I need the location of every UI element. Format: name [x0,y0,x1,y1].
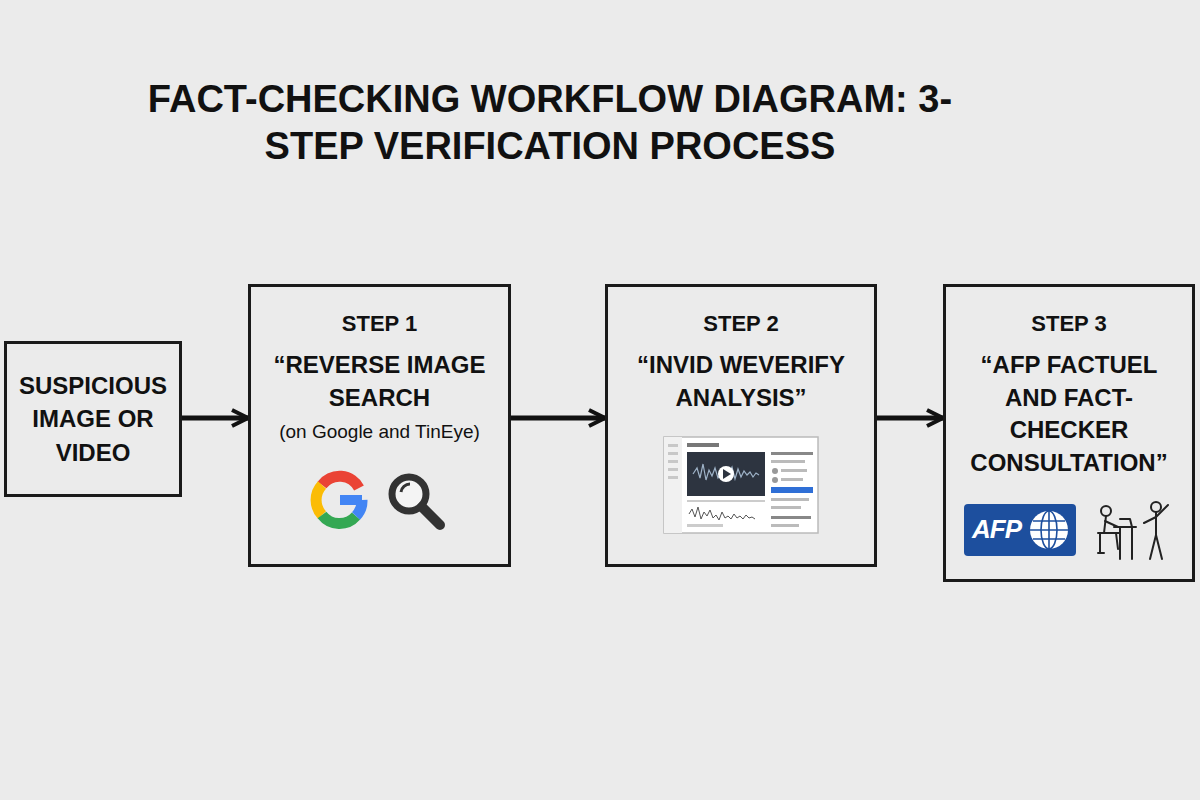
people-illustration [1090,497,1174,563]
step-note: (on Google and TinEye) [279,420,480,444]
step-number: STEP 3 [1031,311,1106,337]
step-number: STEP 2 [703,311,778,337]
process-box: STEP 1 “REVERSE IMAGE SEARCH (on Google an… [248,284,511,567]
process-box: STEP 2 “INVID WEVERIFY ANALYSIS” [605,284,877,567]
node-label: “AFP FACTUEL AND FACT-CHECKER CONSULTATI… [954,349,1184,479]
logo-text: AFP [972,514,1021,545]
magnifier-icon [384,470,450,530]
consultation-icons: AFP [964,497,1174,563]
step-number: STEP 1 [342,311,417,337]
node-label: “INVID WEVERIFY ANALYSIS” [616,349,866,414]
google-icon [310,470,370,530]
node-label: SUSPICIOUS IMAGE OR VIDEO [13,369,173,468]
flow-arrow [877,416,943,421]
search-icons [310,470,450,530]
input-box: SUSPICIOUS IMAGE OR VIDEO [4,341,182,497]
process-box: STEP 3 “AFP FACTUEL AND FACT-CHECKER CONS… [943,284,1195,582]
flow-arrow [182,416,248,421]
globe-symbol [1028,509,1070,551]
tool-screenshot [663,436,819,538]
diagram-title: FACT-CHECKING WORKFLOW DIAGRAM: 3-STEP V… [100,76,1000,170]
screenshot-illustration [663,436,819,534]
node-label: “REVERSE IMAGE SEARCH [259,349,500,414]
afp-logo: AFP [964,504,1076,556]
flow-arrow [511,416,605,421]
